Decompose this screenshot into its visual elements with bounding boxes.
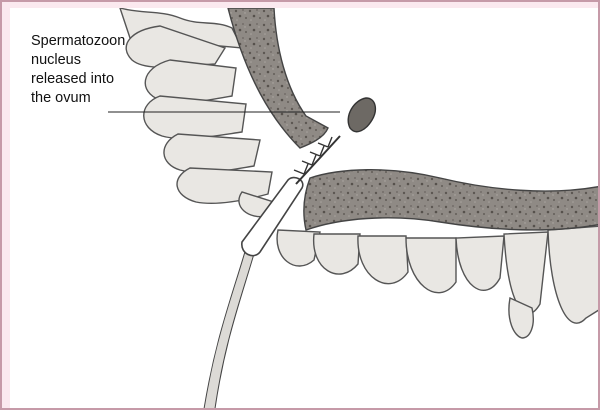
annotation-line-1: Spermatozoon — [31, 32, 171, 51]
nucleus-annotation: Spermatozoon nucleus released into the o… — [31, 32, 171, 108]
annotation-line-3: released into — [31, 70, 171, 89]
corona-radiata-lower — [277, 226, 600, 338]
annotation-line-4: the ovum — [31, 89, 171, 108]
zona-pellucida-lower — [304, 170, 600, 230]
spermatozoon-nucleus — [348, 98, 375, 132]
illustration-panel: Spermatozoon nucleus released into the o… — [10, 8, 600, 410]
annotation-line-2: nucleus — [31, 51, 171, 70]
